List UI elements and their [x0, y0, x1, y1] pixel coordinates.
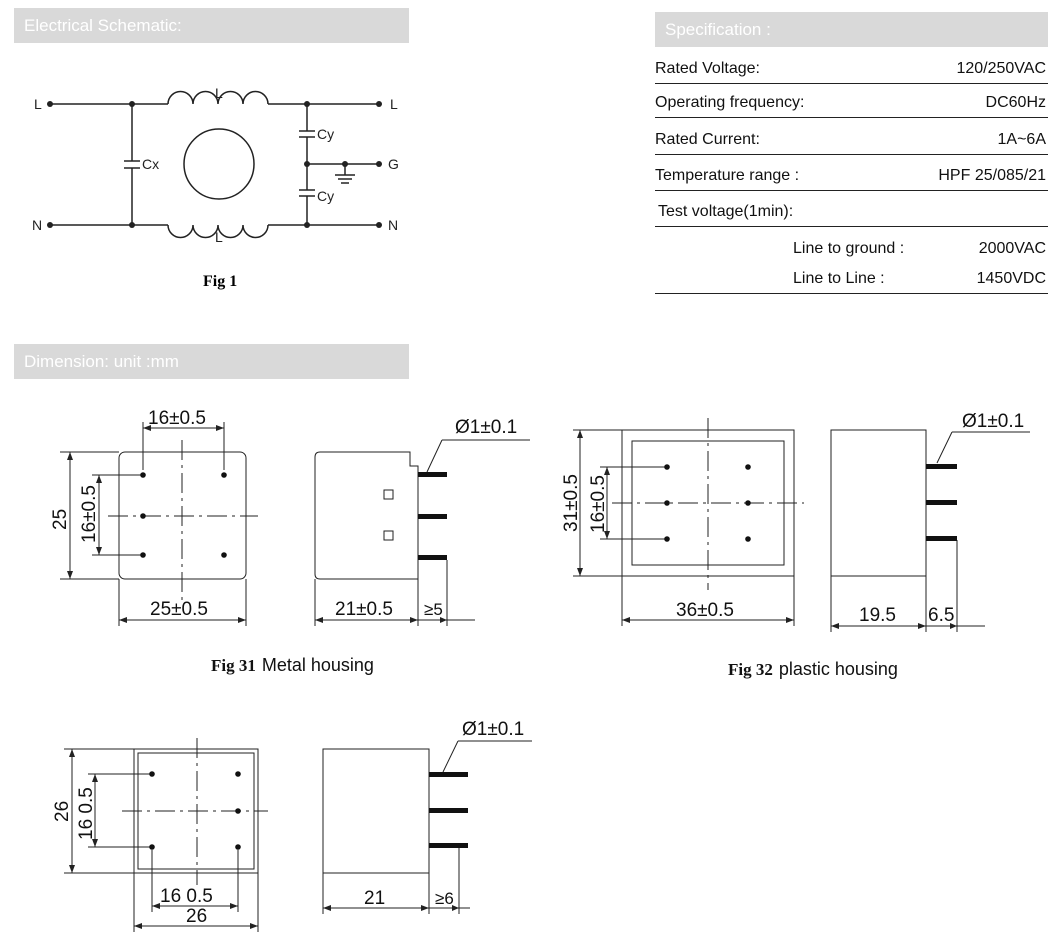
spec-value: HPF 25/085/21 [938, 167, 1046, 184]
section-header-dimension: Dimension: unit :mm [14, 344, 409, 379]
spec-value: 1A~6A [997, 131, 1046, 148]
fig33-dim-bottom-inner: 16 0.5 [160, 886, 213, 907]
section-header-specification: Specification : [655, 12, 1048, 47]
spec-subrow: Line to Line : 1450VDC [655, 265, 1048, 294]
fig33-dim-side: 21 [364, 888, 385, 909]
fig33-dim-pin-length: ≥6 [435, 889, 454, 908]
fig33-dim-left-outer: 26 [52, 801, 73, 822]
fig31-dim-side: 21±0.5 [335, 599, 393, 620]
spec-key: Rated Current: [655, 131, 760, 148]
fig32-dim-left-inner: 16±0.5 [588, 475, 609, 533]
capacitor-label-cx: Cx [142, 156, 159, 172]
fig31-dim-bottom: 25±0.5 [150, 599, 208, 620]
caption-number: Fig 31 [211, 656, 256, 675]
fig33-pin-diameter: Ø1±0.1 [462, 719, 524, 740]
figure-caption-fig31: Fig 31 Metal housing [211, 655, 374, 676]
spec-subkey: Line to Line : [793, 270, 885, 287]
spec-row: Rated Current: 1A~6A [655, 126, 1048, 155]
fig31-pin-diameter: Ø1±0.1 [455, 417, 517, 438]
fig32-dim-side: 19.5 [859, 605, 896, 626]
terminal-label-n-out: N [388, 217, 398, 233]
spec-value: 1450VDC [976, 270, 1046, 287]
spec-value: 120/250VAC [956, 60, 1046, 77]
spec-row: Temperature range : HPF 25/085/21 [655, 162, 1048, 191]
fig31-dim-left-inner: 16±0.5 [79, 485, 100, 543]
fig33-dim-left-inner: 16 0.5 [76, 787, 97, 840]
figure-caption-fig1: Fig 1 [203, 273, 237, 290]
spec-row: Test voltage(1min): [655, 198, 1048, 227]
spec-row: Operating frequency: DC60Hz [655, 89, 1048, 118]
fig32-pin-diameter: Ø1±0.1 [962, 411, 1024, 432]
caption-text: Metal housing [261, 655, 374, 675]
spec-value: DC60Hz [985, 94, 1046, 111]
terminal-label-l-out: L [390, 96, 398, 112]
fig31-dim-top: 16±0.5 [148, 408, 206, 429]
capacitor-label-cy-top: Cy [317, 126, 334, 142]
fig32-dim-bottom: 36±0.5 [676, 600, 734, 621]
capacitor-label-cy-bottom: Cy [317, 188, 334, 204]
figure-caption-fig32: Fig 32 plastic housing [728, 659, 898, 680]
spec-key: Operating frequency: [655, 94, 805, 111]
spec-key: Test voltage(1min): [658, 203, 794, 220]
fig31-dim-pin-length: ≥5 [424, 600, 443, 619]
fig33-dim-bottom: 26 [186, 906, 207, 927]
spec-row: Rated Voltage: 120/250VAC [655, 55, 1048, 84]
caption-number: Fig 32 [728, 660, 773, 679]
terminal-label-ground: G [388, 156, 399, 172]
inductor-label-top: L [215, 85, 223, 101]
electrical-schematic: L N L N G L L Cx Cy Cy Fig 1 [32, 85, 399, 290]
spec-subkey: Line to ground : [793, 240, 905, 257]
fig31-dim-left-outer: 25 [50, 509, 71, 530]
caption-text: plastic housing [778, 659, 898, 679]
spec-value: 2000VAC [978, 240, 1046, 257]
spec-key: Rated Voltage: [655, 60, 760, 77]
spec-subrow: Line to ground : 2000VAC [655, 235, 1048, 263]
spec-key: Temperature range : [655, 167, 800, 184]
section-header-schematic: Electrical Schematic: [14, 8, 409, 43]
fig32-dim-left-outer: 31±0.5 [561, 474, 582, 532]
fig32-dim-pin-length: 6.5 [928, 605, 954, 626]
terminal-label-l-in: L [34, 96, 42, 112]
inductor-label-bottom: L [215, 229, 223, 245]
dimension-drawings: 16±0.5 25 16±0.5 25±0.5 Ø1±0.1 21±0.5 ≥5… [50, 408, 1030, 932]
terminal-label-n-in: N [32, 217, 42, 233]
